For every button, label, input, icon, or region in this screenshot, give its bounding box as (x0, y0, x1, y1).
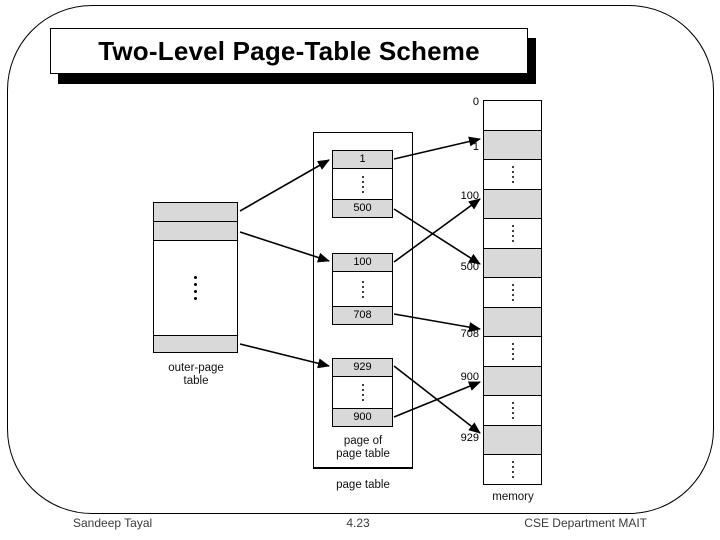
page-title: Two-Level Page-Table Scheme (98, 35, 480, 66)
pt-entry: 929 (333, 359, 392, 377)
outer-table-entry-1 (154, 203, 237, 222)
memory-frame (484, 129, 541, 160)
vertical-ellipsis-icon (511, 165, 514, 168)
memory-frame (484, 424, 541, 455)
pt-entry: 500 (333, 199, 392, 217)
memory-frame (484, 454, 541, 484)
memory-label: memory (492, 491, 534, 503)
vertical-ellipsis-icon (511, 283, 514, 286)
outer-table-body (154, 241, 237, 335)
vertical-ellipsis-icon (361, 384, 364, 386)
memory-frame (484, 188, 541, 219)
memory-frame (484, 218, 541, 248)
footer-department: CSE Department MAIT (524, 516, 647, 530)
pt-entry: 1 (333, 151, 392, 169)
memory-frame (484, 395, 541, 425)
vertical-ellipsis-icon (511, 461, 514, 464)
frame-label: 1 (472, 141, 479, 153)
outer-page-table (153, 202, 238, 353)
pt-entry: 100 (333, 254, 392, 272)
vertical-ellipsis-icon (511, 224, 514, 227)
footer-page-number: 4.23 (346, 516, 370, 530)
memory-frame (484, 101, 541, 130)
pt-entry: 708 (333, 306, 392, 324)
title-box: Two-Level Page-Table Scheme (50, 28, 528, 74)
vertical-ellipsis-icon (511, 402, 514, 405)
page-table-block-3: 929 900 (332, 358, 393, 427)
footer-author: Sandeep Tayal (73, 516, 153, 530)
frame-label: 708 (460, 328, 479, 340)
frame-label: 500 (460, 261, 479, 273)
vertical-ellipsis-icon (511, 343, 514, 346)
memory-frame (484, 277, 541, 307)
pt-entry: 900 (333, 408, 392, 426)
outer-page-table-label: outer-page table (168, 362, 224, 387)
vertical-ellipsis-icon (361, 175, 364, 178)
vertical-ellipsis-icon (361, 280, 364, 283)
memory-frame (484, 159, 541, 189)
frame-label: 100 (460, 190, 479, 202)
memory-column (483, 100, 542, 485)
page-table-label: page table (336, 479, 390, 491)
page-table-block-1: 1 500 (332, 150, 393, 218)
frame-label: 0 (472, 96, 479, 108)
frame-label: 900 (460, 371, 479, 383)
frame-label: 929 (460, 432, 479, 444)
outer-table-entry-2 (154, 222, 237, 241)
memory-frame (484, 247, 541, 278)
outer-table-entry-3 (154, 335, 237, 352)
memory-frame (484, 336, 541, 366)
memory-frame (484, 306, 541, 337)
memory-frame (484, 365, 541, 396)
page-of-page-table-label: page of page table (336, 435, 390, 460)
page-table-block-2: 100 708 (332, 253, 393, 325)
vertical-ellipsis-icon (194, 276, 197, 279)
